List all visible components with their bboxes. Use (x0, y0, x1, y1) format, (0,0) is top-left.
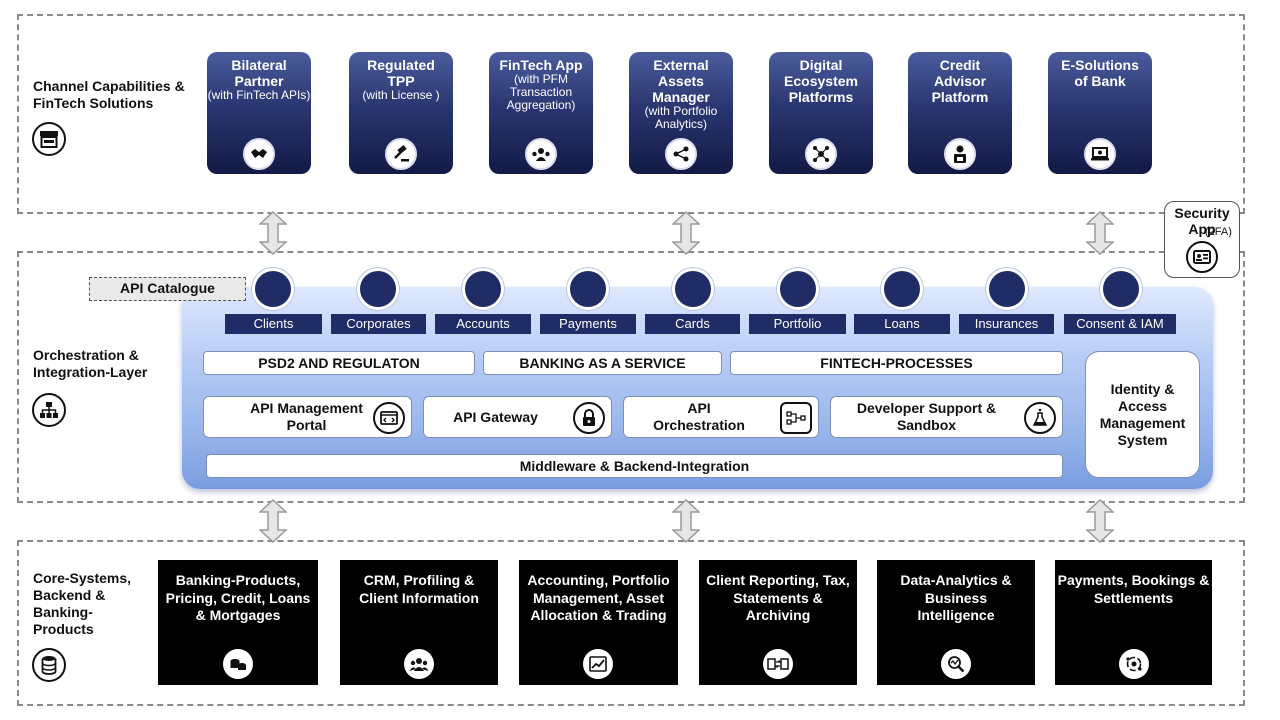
storefront-icon (32, 122, 66, 156)
api-label-clients[interactable]: Clients (225, 314, 322, 334)
gavel-icon (385, 138, 417, 170)
channels-section-label: Channel Capabilities & FinTech Solutions (33, 78, 185, 111)
id-card-icon (1186, 241, 1218, 273)
api-label-portfolio[interactable]: Portfolio (749, 314, 846, 334)
bidirectional-arrow-icon (1086, 499, 1114, 543)
api-orchestration-label: API Orchestration (653, 400, 745, 433)
core-frame (17, 540, 1245, 706)
api-gateway-box[interactable]: API Gateway (423, 396, 612, 438)
developer-support-label: Developer Support & Sandbox (856, 400, 997, 433)
channel-subtitle: (with FinTech APIs) (207, 88, 311, 102)
api-gateway-label: API Gateway (453, 408, 538, 425)
core-data-analytics[interactable]: Data-Analytics & Business Intelligence (877, 560, 1035, 685)
api-node-consent-iam (1100, 268, 1142, 310)
channel-regulated-tpp[interactable]: Regulated TPP (with License ) (349, 52, 453, 174)
channel-digital-ecosystem[interactable]: Digital Ecosystem Platforms (769, 52, 873, 174)
channel-subtitle: (with License ) (362, 88, 440, 102)
users-icon (404, 649, 434, 679)
bidirectional-arrow-icon (259, 211, 287, 255)
core-title: Client Reporting, Tax, Statements & Arch… (706, 572, 850, 623)
middleware-backend-integration-box[interactable]: Middleware & Backend-Integration (206, 454, 1063, 478)
bidirectional-arrow-icon (672, 211, 700, 255)
psd2-regulation-box[interactable]: PSD2 AND REGULATON (203, 351, 475, 375)
api-catalogue-label: API Catalogue (89, 277, 246, 301)
core-title: Accounting, Portfolio Management, Asset … (527, 572, 670, 623)
api-label-loans[interactable]: Loans (854, 314, 950, 334)
api-orchestration-box[interactable]: API Orchestration (623, 396, 819, 438)
api-label-payments[interactable]: Payments (540, 314, 636, 334)
bidirectional-arrow-icon (259, 499, 287, 543)
security-app[interactable]: Security App (2FA) (1164, 201, 1240, 278)
fintech-processes-box[interactable]: FINTECH-PROCESSES (730, 351, 1063, 375)
channel-title: E-Solutions of Bank (1061, 57, 1139, 89)
core-title: Data-Analytics & Business Intelligence (900, 572, 1012, 623)
channel-bilateral-partner[interactable]: Bilateral Partner (with FinTech APIs) (207, 52, 311, 174)
laptop-icon (1084, 138, 1116, 170)
channel-title: External Assets Manager (652, 57, 710, 105)
channel-external-assets-manager[interactable]: External Assets Manager (with Portfolio … (629, 52, 733, 174)
api-management-portal-label: API Management Portal (250, 400, 363, 433)
api-label-consent-iam[interactable]: Consent & IAM (1064, 314, 1176, 334)
bidirectional-arrow-icon (672, 499, 700, 543)
api-node-corporates (357, 268, 399, 310)
bidirectional-arrow-icon (1086, 211, 1114, 255)
core-client-reporting[interactable]: Client Reporting, Tax, Statements & Arch… (699, 560, 857, 685)
api-node-portfolio (777, 268, 819, 310)
api-management-portal-box[interactable]: API Management Portal (203, 396, 412, 438)
security-app-title: Security App (1174, 205, 1230, 237)
core-banking-products[interactable]: Banking-Products, Pricing, Credit, Loans… (158, 560, 318, 685)
channel-title: Regulated TPP (367, 57, 435, 89)
core-title: Banking-Products, Pricing, Credit, Loans… (165, 572, 311, 623)
hierarchy-icon (32, 393, 66, 427)
people-network-icon (525, 138, 557, 170)
core-title: Payments, Bookings & Settlements (1057, 572, 1210, 606)
coins-icon (223, 649, 253, 679)
channel-e-solutions[interactable]: E-Solutions of Bank (1048, 52, 1152, 174)
advisor-icon (944, 138, 976, 170)
core-title: CRM, Profiling & Client Information (359, 572, 479, 606)
analytics-search-icon (941, 649, 971, 679)
payment-cycle-icon (1119, 649, 1149, 679)
orchestration-frame (17, 251, 1245, 503)
api-node-loans (881, 268, 923, 310)
banking-as-a-service-box[interactable]: BANKING AS A SERVICE (483, 351, 722, 375)
api-label-cards[interactable]: Cards (645, 314, 740, 334)
channel-credit-advisor[interactable]: Credit Advisor Platform (908, 52, 1012, 174)
orchestration-section-label: Orchestration & Integration-Layer (33, 347, 148, 380)
channel-subtitle: (with PFM Transaction Aggregation) (506, 72, 576, 112)
channel-title: Bilateral Partner (231, 57, 287, 89)
iam-label: Identity & Access Management System (1099, 380, 1186, 448)
channel-subtitle: (with Portfolio Analytics) (644, 104, 718, 131)
api-node-clients (252, 268, 294, 310)
identity-access-management-box[interactable]: Identity & Access Management System (1085, 351, 1200, 478)
flow-nodes-icon (780, 402, 812, 434)
channel-title: Credit Advisor Platform (931, 57, 989, 105)
document-exchange-icon (763, 649, 793, 679)
core-payments-bookings[interactable]: Payments, Bookings & Settlements (1055, 560, 1212, 685)
api-node-accounts (462, 268, 504, 310)
channel-title: FinTech App (499, 57, 583, 73)
channel-fintech-app[interactable]: FinTech App (with PFM Transaction Aggreg… (489, 52, 593, 174)
lock-icon (573, 402, 605, 434)
api-label-corporates[interactable]: Corporates (331, 314, 426, 334)
trend-chart-icon (583, 649, 613, 679)
developer-support-sandbox-box[interactable]: Developer Support & Sandbox (830, 396, 1063, 438)
api-node-cards (672, 268, 714, 310)
api-label-insurances[interactable]: Insurances (959, 314, 1054, 334)
flask-icon (1024, 402, 1056, 434)
ecosystem-icon (805, 138, 837, 170)
api-node-insurances (986, 268, 1028, 310)
core-crm-profiling[interactable]: CRM, Profiling & Client Information (340, 560, 498, 685)
api-label-accounts[interactable]: Accounts (435, 314, 531, 334)
database-icon (32, 648, 66, 682)
share-nodes-icon (665, 138, 697, 170)
core-accounting-portfolio[interactable]: Accounting, Portfolio Management, Asset … (519, 560, 678, 685)
code-window-icon (373, 402, 405, 434)
api-node-payments (567, 268, 609, 310)
channel-title: Digital Ecosystem Platforms (784, 57, 858, 105)
channels-frame (17, 14, 1245, 214)
handshake-icon (243, 138, 275, 170)
core-section-label: Core-Systems, Backend & Banking-Products (33, 570, 132, 637)
security-app-suffix: (2FA) (1205, 226, 1232, 238)
